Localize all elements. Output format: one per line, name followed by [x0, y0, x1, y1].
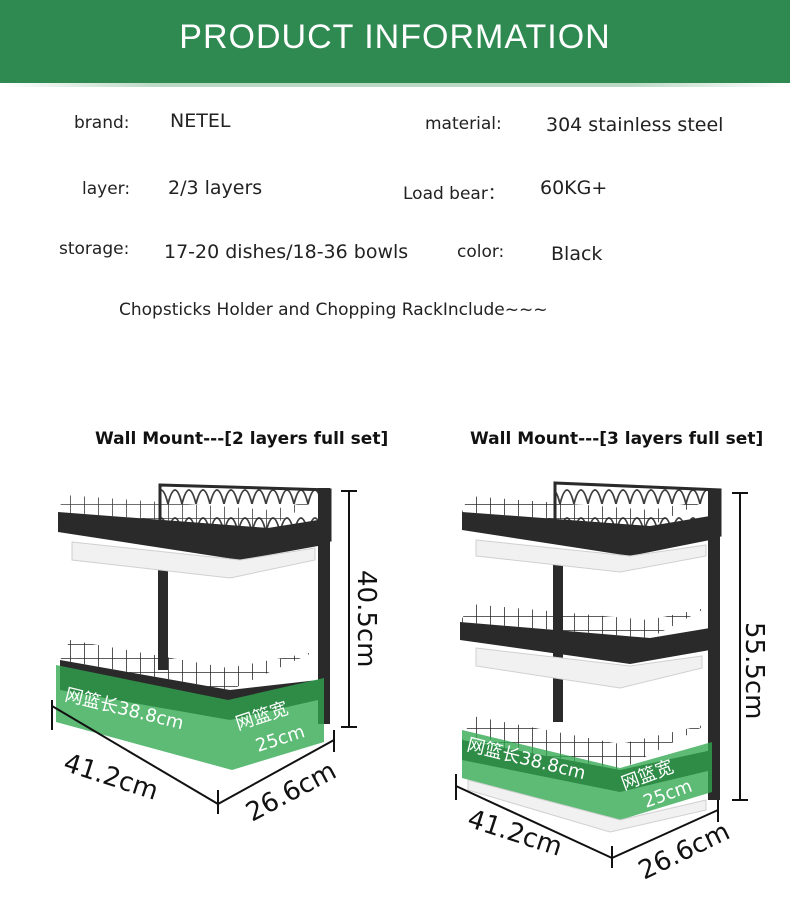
header-banner	[0, 0, 790, 83]
product-caption-2-layers: Wall Mount---[2 layers full set]	[95, 429, 389, 449]
width-dimension: 41.2cm	[60, 748, 162, 807]
top-dish-tray	[462, 512, 710, 556]
spec-color-label: color:	[457, 242, 505, 262]
height-dimension: 55.5cm	[739, 622, 769, 720]
basket-highlight	[56, 665, 324, 770]
spec-color-value: Black	[551, 243, 603, 265]
height-dimension: 40.5cm	[351, 570, 381, 668]
spec-load-label: Load bear：	[403, 184, 505, 204]
spec-brand-value: NETEL	[170, 110, 231, 132]
depth-dimension: 26.6cm	[634, 817, 735, 887]
rack-2-layers: 网篮长38.8cm 网篮宽 25cm 40.5cm 41.2cm 26.6cm	[51, 483, 381, 828]
back-post	[708, 490, 720, 800]
rack-3-layers: 网篮长38.8cm 网篮宽 25cm 55.5cm 41.2cm 26.6cm	[455, 481, 769, 887]
top-dish-tray	[58, 512, 318, 560]
back-post	[318, 488, 330, 724]
middle-dish-tray	[460, 622, 710, 664]
front-post	[158, 570, 168, 670]
spec-storage-label: storage:	[59, 239, 130, 259]
product-caption-3-layers: Wall Mount---[3 layers full set]	[470, 429, 764, 449]
spec-load-value: 60KG+	[540, 177, 608, 199]
spec-material-label: material:	[425, 114, 502, 134]
basket-highlight	[462, 730, 712, 820]
depth-dimension: 26.6cm	[241, 756, 341, 828]
spec-storage-value: 17-20 dishes/18-36 bowls	[164, 241, 409, 263]
spec-material-value: 304 stainless steel	[546, 114, 724, 136]
spec-layer-label: layer:	[82, 179, 131, 199]
spec-layer-value: 2/3 layers	[168, 177, 263, 199]
spec-brand-label: brand:	[74, 113, 130, 133]
header-underline	[0, 83, 790, 87]
page-title: PRODUCT INFORMATION	[179, 18, 611, 56]
included-accessories-note: Chopsticks Holder and Chopping RackInclu…	[119, 300, 548, 320]
